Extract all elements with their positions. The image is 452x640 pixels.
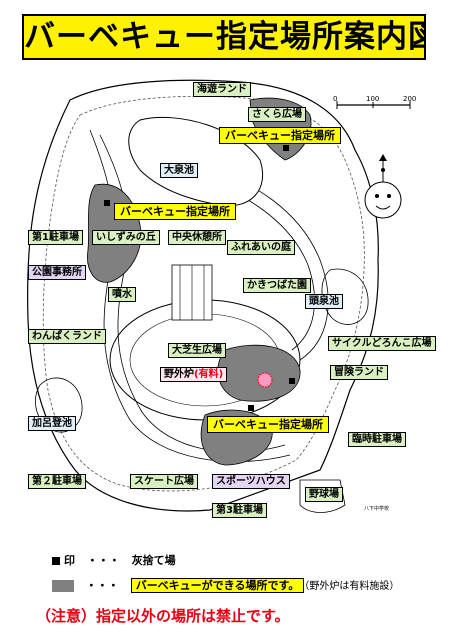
legend-area-dots: ・・・ (85, 579, 119, 592)
mascot-icon (364, 168, 402, 219)
scale-zero: 0 (333, 95, 338, 103)
label-baseball-field: 野球場 (305, 487, 343, 502)
label-daishiba-plaza: 大芝生広場 (168, 343, 226, 358)
legend-area-text: バーベキューができる場所です。 (130, 578, 305, 593)
label-parking-2: 第２駐車場 (28, 474, 86, 489)
page-title: バーベキュー指定場所案内図 (22, 14, 426, 60)
label-park-office: 公園事務所 (28, 265, 86, 280)
legend-ash-mark: 印 (64, 554, 75, 567)
label-wanpaku-land: わんぱくランド (28, 329, 106, 344)
ash-dump-marker (248, 405, 254, 411)
legend-ash-text: 灰捨て場 (131, 554, 176, 567)
label-central-rest: 中央休憩所 (168, 230, 226, 245)
legend-ash-dots: ・・・ (86, 554, 120, 567)
label-tosen-pond: 頭泉池 (305, 294, 343, 309)
label-bbq-area-3: バーベキュー指定場所 (207, 416, 329, 433)
label-bbq-area-2: バーベキュー指定場所 (114, 203, 236, 220)
scale-max: 200 (403, 95, 417, 103)
scale-bar (336, 101, 411, 109)
label-cycle-plaza: サイクルどろんこ広場 (328, 336, 436, 351)
label-yagairo-text: 野外炉 (164, 369, 194, 380)
scale-mid: 100 (366, 95, 380, 103)
bbq-area-yagairo (217, 344, 301, 402)
warning-text: （注意）指定以外の場所は禁止です。 (36, 607, 290, 625)
label-sakura-hiroba: さくら広場 (248, 107, 306, 122)
label-parking-3: 第3駐車場 (212, 503, 267, 518)
label-boken-land: 冒険ランド (330, 365, 388, 380)
ash-square-icon (52, 557, 60, 565)
north-arrow-icon (379, 154, 387, 172)
label-temp-parking: 臨時駐車場 (348, 432, 406, 447)
label-bbq-area-1: バーベキュー指定場所 (219, 127, 341, 144)
ash-dump-marker (289, 378, 295, 384)
legend-bbq-area: ・・・ バーベキューができる場所です。（野外炉は有料施設） (52, 577, 399, 593)
legend-area-note: （野外炉は有料施設） (304, 581, 400, 592)
label-fountain: 噴水 (108, 287, 136, 302)
label-kamoike-pond: 加呂登池 (28, 416, 76, 431)
gray-area-swatch (52, 580, 74, 592)
ash-dump-marker (104, 200, 110, 206)
baseball-diamond (299, 479, 346, 513)
yagairo-marker (257, 372, 273, 388)
legend-ash: 印 ・・・ 灰捨て場 (52, 552, 176, 568)
label-kaiyu-land: 海遊ランド (193, 82, 251, 97)
label-oizumi-pond: 大泉池 (160, 163, 198, 178)
label-sports-house: スポーツハウス (212, 474, 290, 489)
label-yagairo: 野外炉(有料) (160, 367, 228, 382)
label-ishizumi-hill: いしずみの丘 (92, 230, 160, 245)
label-school: 八下中学校 (364, 506, 390, 512)
label-kakitsubata: かきつばた園 (243, 278, 311, 293)
label-parking-1: 第1駐車場 (28, 230, 83, 245)
label-fureai-garden: ふれあいの庭 (227, 240, 295, 255)
label-yagairo-fee: (有料) (194, 369, 224, 380)
label-skate-plaza: スケート広場 (130, 474, 198, 489)
ash-dump-marker (283, 145, 289, 151)
